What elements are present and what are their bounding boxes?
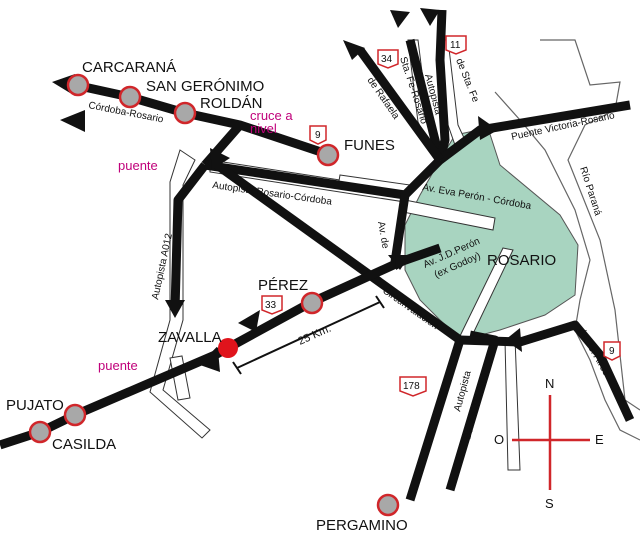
road-de-sta-fe: de Sta. Fe [453,57,481,104]
marker-zavalla [218,338,238,358]
shield-9-ba-label: 9 [609,346,615,357]
compass-east: E [595,432,604,447]
shield-34: 34 [377,49,399,69]
shield-11-label: 11 [450,40,461,51]
marker-casilda [28,420,52,444]
arrows [52,8,522,372]
marker-perez [300,291,324,315]
marker-pergamino [376,493,400,517]
label-perez: PÉREZ [258,277,308,294]
shield-33: 33 [261,295,283,315]
label-pujato: PUJATO [6,397,64,414]
arrow-rafaela [343,40,365,60]
compass-south: S [545,496,554,511]
compass-west: O [494,432,504,447]
distance-scale [232,295,385,375]
arrow-autopista-east [210,148,230,170]
road-av-de: Av. de [375,221,391,250]
shield-178-label: 178 [403,381,420,392]
label-cruce-2: nivel [250,121,277,136]
arrow-zavalla [238,310,260,332]
label-funes: FUNES [344,137,395,154]
label-puente-south: puente [98,358,138,373]
arrow-bs-aires [505,328,522,352]
arrow-sta-fe-2 [420,8,440,26]
arrow-victoria [478,116,498,140]
river-parana [494,39,640,441]
shield-9-ba: 9 [603,341,621,361]
shield-34-label: 34 [381,54,393,65]
marker-roldan [173,101,197,125]
marker-carcarana [66,73,90,97]
label-pergamino: PERGAMINO [316,517,408,533]
marker-pujato [63,403,87,427]
arrow-a012-south [165,300,185,318]
city-markers [28,73,400,517]
label-puente-north: puente [118,158,158,173]
shield-9-funes-label: 9 [315,130,321,141]
label-rosario: ROSARIO [487,252,556,269]
label-carcarana: CARCARANÁ [82,59,176,76]
marker-san-geronimo [118,85,142,109]
arrow-west-autopista [60,110,85,132]
rosario-park [404,127,579,341]
label-cruce-1: cruce a [250,108,293,123]
arrow-zavalla-2 [200,350,220,372]
shield-33-label: 33 [265,300,277,311]
shield-9-funes: 9 [309,125,327,145]
compass-north: N [545,376,554,391]
distance-label: 25 Km. [296,323,333,348]
arrow-sta-fe-1 [390,10,410,28]
shield-11: 11 [445,35,467,55]
label-casilda: CASILDA [52,436,116,453]
shield-178: 178 [399,376,427,397]
marker-funes [316,143,340,167]
compass [512,395,590,490]
label-san-geronimo: SAN GERÓNIMO [146,78,264,95]
label-roldan: ROLDÁN [200,95,263,112]
label-zavalla: ZAVALLA [158,329,222,346]
arrow-av-de [395,255,410,270]
